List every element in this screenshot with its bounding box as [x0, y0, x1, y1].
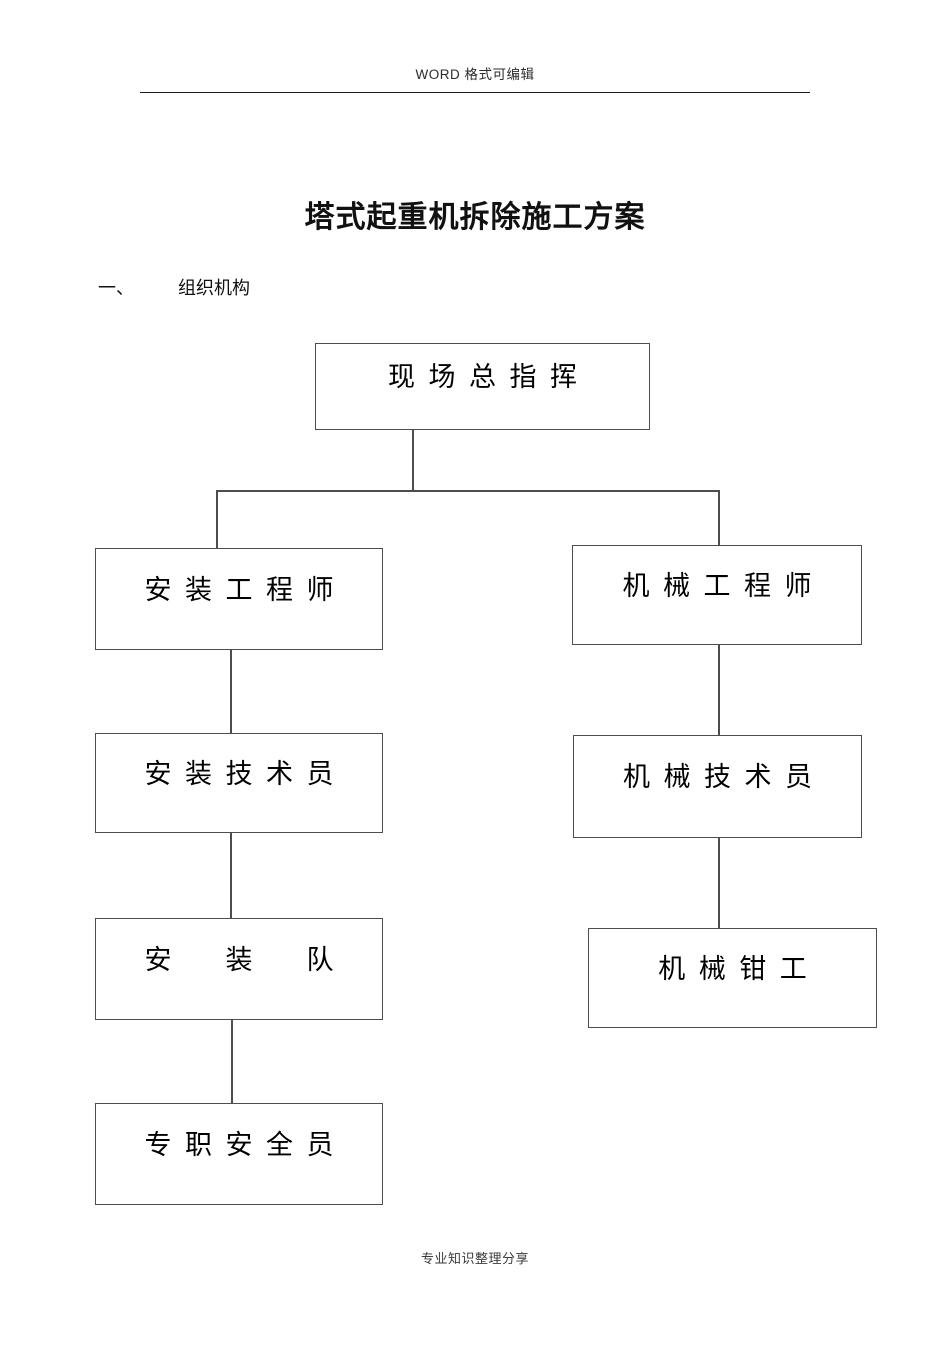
org-node-label: 安 装 队	[144, 944, 334, 975]
org-node-label: 安 装 工 程 师	[144, 574, 334, 605]
header-divider	[140, 92, 810, 93]
connector-right-branch-drop	[718, 490, 720, 545]
section-heading: 一、 组织机构	[88, 253, 250, 300]
org-node-install-technician: 安 装 技 术 员	[95, 733, 383, 833]
org-node-mechanical-technician: 机 械 技 术 员	[573, 735, 862, 838]
org-node-label: 机 械 技 术 员	[623, 762, 812, 792]
org-node-label: 专 职 安 全 员	[144, 1129, 334, 1160]
section-label: 组织机构	[178, 278, 251, 298]
connector-left-link-2	[230, 833, 232, 918]
org-node-label: 现 场 总 指 挥	[388, 362, 577, 392]
org-node-mechanical-fitter: 机 械 钳 工	[588, 928, 877, 1028]
org-node-mechanical-engineer: 机 械 工 程 师	[572, 545, 862, 645]
connector-left-link-3	[231, 1020, 233, 1103]
page-title: 塔式起重机拆除施工方案	[304, 201, 646, 234]
connector-right-link-1	[718, 645, 720, 735]
connector-left-link-1	[230, 650, 232, 733]
section-number: 一、	[98, 278, 135, 298]
page-header-text: WORD 格式可编辑	[415, 67, 535, 82]
org-node-install-team: 安 装 队	[95, 918, 383, 1020]
page-footer: 专业知识整理分享	[420, 1251, 529, 1266]
org-node-label: 安 装 技 术 员	[144, 758, 334, 789]
org-node-commander: 现 场 总 指 挥	[315, 343, 650, 430]
connector-commander-drop	[412, 430, 414, 491]
connector-left-branch-drop	[216, 490, 218, 548]
page-header: WORD 格式可编辑	[140, 63, 810, 84]
org-node-install-engineer: 安 装 工 程 师	[95, 548, 383, 650]
org-node-safety-officer: 专 职 安 全 员	[95, 1103, 383, 1205]
org-node-label: 机 械 工 程 师	[622, 570, 812, 601]
connector-split-bar	[216, 490, 719, 492]
connector-right-link-2	[718, 838, 720, 928]
org-node-label: 机 械 钳 工	[658, 953, 807, 984]
